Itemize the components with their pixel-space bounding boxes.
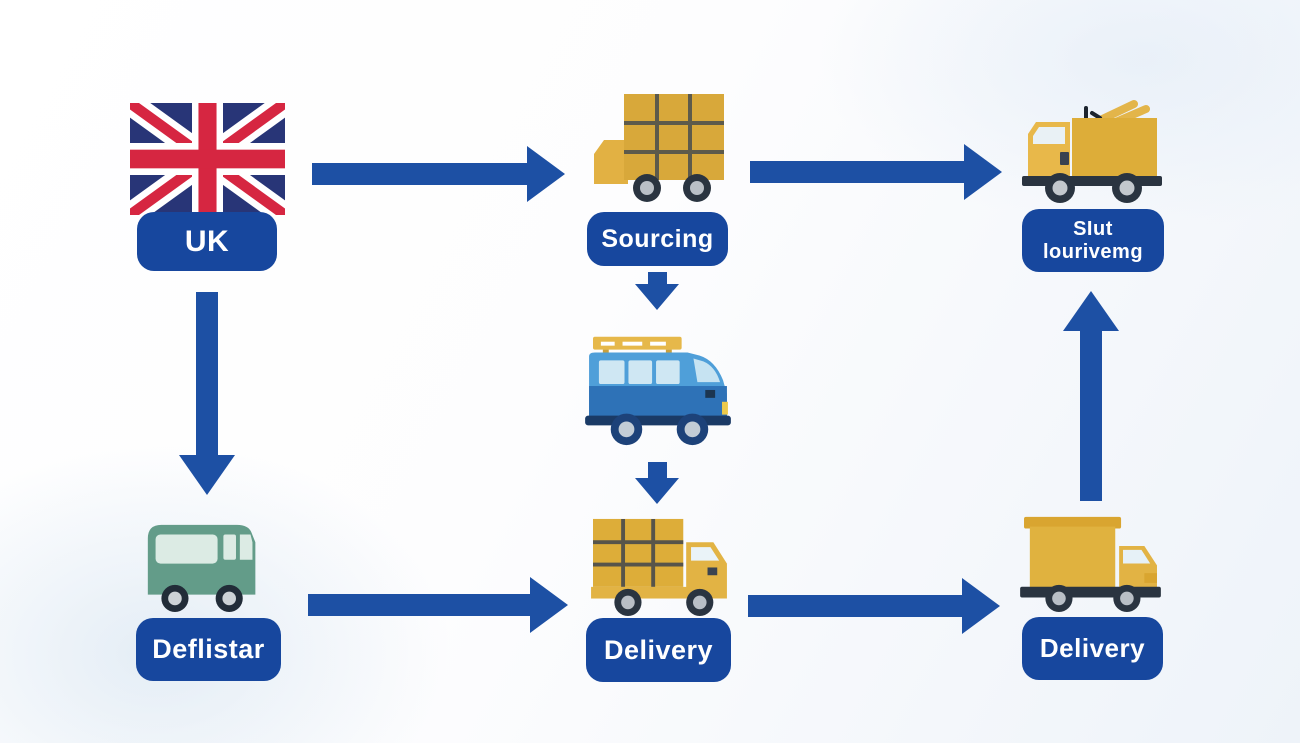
arrow-head-down (635, 284, 679, 310)
arrow-shaft (1080, 331, 1102, 501)
arrow-head-down (635, 478, 679, 504)
arrow-shaft (312, 163, 527, 185)
arrow-head-right (964, 144, 1002, 200)
arrow-head-right (530, 577, 568, 633)
blue-van-icon (578, 323, 738, 453)
arrow-van-to-delivery (635, 462, 679, 504)
top-right-label: SIut lourivemg (1022, 209, 1164, 272)
arrow-sourcing-to-top-right (750, 144, 1002, 200)
delivery-middle-label-text: Delivery (603, 634, 714, 665)
arrow-sourcing-to-van (635, 272, 679, 310)
delivery-right-label: Delivery (1022, 617, 1163, 680)
arrow-uk-to-deflistar (179, 292, 235, 495)
arrow-deflistar-to-delivery (308, 577, 568, 633)
deflistar-label-text: Deflistar (152, 634, 265, 664)
arrow-shaft (748, 595, 962, 617)
arrow-shaft (647, 462, 667, 478)
box-truck-icon (1018, 513, 1163, 612)
ladder-truck-icon (1022, 96, 1162, 208)
deflistar-label: Deflistar (136, 618, 281, 681)
uk-flag-icon (130, 103, 285, 215)
arrow-uk-to-sourcing (312, 146, 565, 202)
arrow-shaft (308, 594, 530, 616)
uk-label-text: UK (184, 224, 230, 258)
arrow-delivery-to-top-right (1063, 291, 1119, 501)
delivery-middle-label: Delivery (586, 618, 731, 682)
arrow-head-up (1063, 291, 1119, 331)
delivery-right-label-text: Delivery (1039, 633, 1146, 663)
sourcing-label-text: Sourcing (601, 224, 714, 253)
top-right-label-line1: SIut (1073, 217, 1113, 240)
arrow-head-down (179, 455, 235, 495)
sourcing-label: Sourcing (587, 212, 728, 266)
arrow-delivery-to-delivery-right (748, 578, 1000, 634)
arrow-shaft (196, 292, 218, 455)
arrow-shaft (647, 272, 667, 284)
cargo-truck-icon (589, 517, 729, 616)
arrow-head-right (962, 578, 1000, 634)
green-bus-icon (142, 519, 267, 612)
uk-label: UK (137, 212, 277, 271)
arrow-head-right (527, 146, 565, 202)
arrow-shaft (750, 161, 964, 183)
top-right-label-line2: lourivemg (1042, 240, 1144, 263)
stacked-boxes-truck-icon (592, 90, 727, 206)
